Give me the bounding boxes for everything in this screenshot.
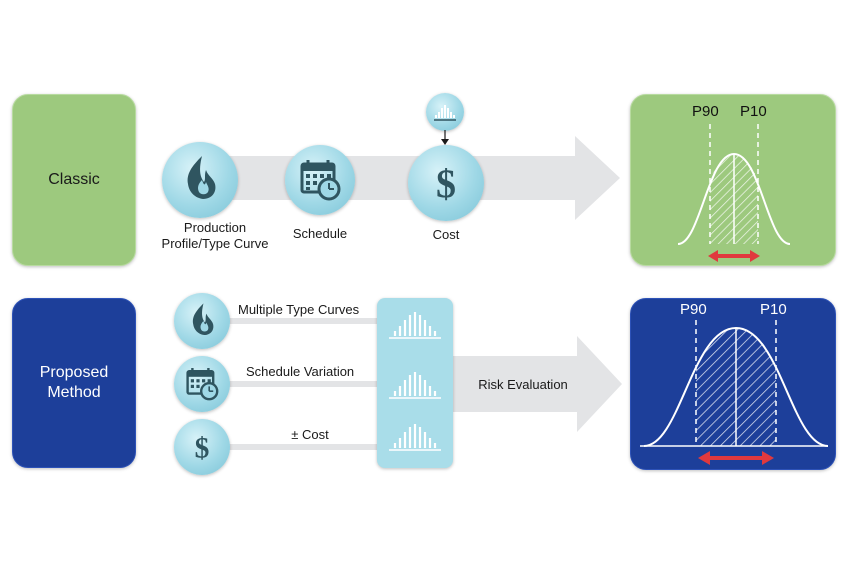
connector-bar-2 [226, 381, 381, 387]
proposed-distribution-chart [640, 320, 829, 465]
cost-variation-icon: $ [174, 419, 230, 475]
svg-text:$: $ [195, 432, 210, 464]
schedule-icon [285, 145, 355, 215]
schedule-label: Schedule [292, 226, 348, 241]
flame-icon [187, 156, 216, 199]
proposed-label-line1: Proposed [39, 364, 109, 381]
dollar-icon: $ [436, 161, 456, 206]
classic-distribution-chart [677, 124, 791, 262]
classic-p90-label: P90 [692, 103, 719, 120]
cost-variation-label: ± Cost [291, 427, 329, 442]
connector-bar-1 [226, 318, 381, 324]
histogram-icon [434, 105, 456, 121]
histogram-icon [393, 372, 437, 396]
production-label: Production Profile/Type Curve [161, 220, 269, 251]
cost-input-arrow [441, 130, 449, 145]
histogram-icon [393, 424, 437, 448]
schedule-variation-icon [174, 356, 230, 412]
proposed-flow-arrow [452, 336, 622, 432]
multiple-type-curves-icon [174, 293, 230, 349]
classic-p10-label: P10 [740, 103, 767, 120]
cost-label: Cost [432, 227, 460, 242]
proposed-p90-label: P90 [680, 301, 707, 318]
calendar-clock-icon [300, 160, 341, 201]
cost-distribution-icon [426, 93, 464, 131]
calendar-clock-icon [186, 368, 219, 401]
cost-icon: $ [408, 145, 484, 221]
risk-evaluation-label: Risk Evaluation [478, 377, 568, 392]
classic-label: Classic [48, 171, 100, 188]
dollar-icon: $ [195, 432, 210, 464]
proposed-p10-label: P10 [760, 301, 787, 318]
proposed-box: Proposed Method [12, 298, 136, 468]
multiple-type-curves-label: Multiple Type Curves [238, 302, 360, 317]
proposed-label-line2: Method [47, 384, 101, 401]
production-icon [162, 142, 238, 218]
svg-text:$: $ [436, 161, 456, 206]
connector-bar-3 [226, 444, 381, 450]
classic-box: Classic [12, 94, 136, 266]
distribution-histograms [389, 312, 441, 451]
flame-icon [192, 303, 214, 335]
schedule-variation-label: Schedule Variation [246, 364, 355, 379]
histogram-icon [393, 312, 437, 336]
